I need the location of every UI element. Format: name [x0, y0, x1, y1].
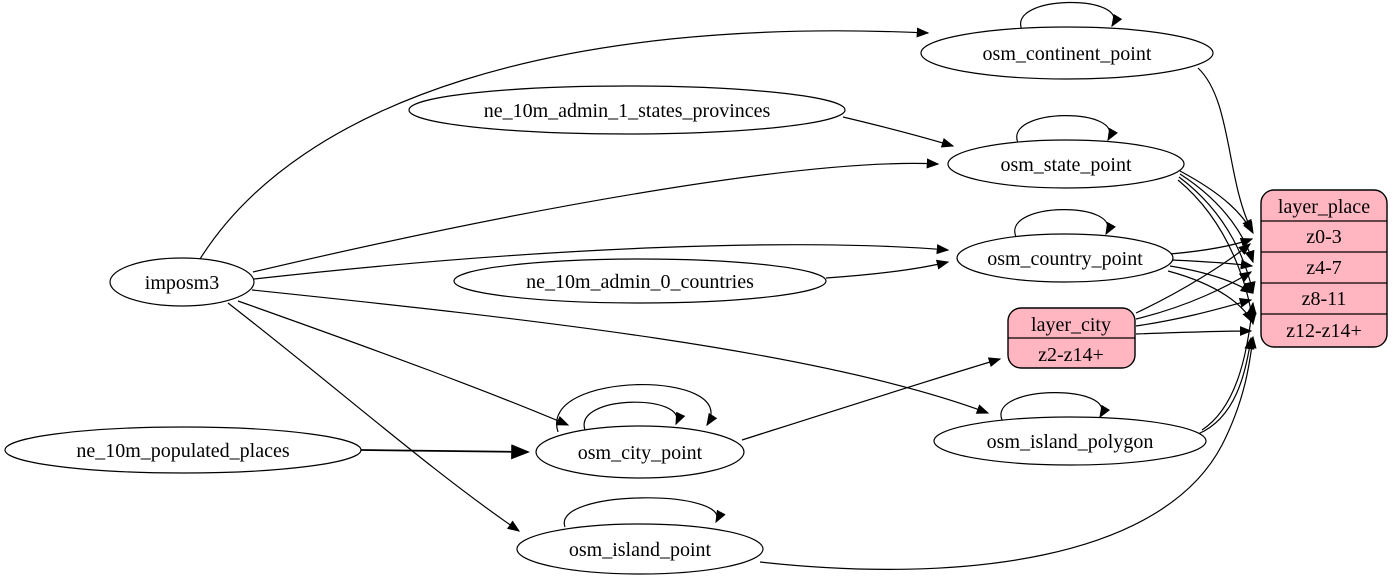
record-layer-place: layer_place z0-3 z4-7 z8-11 z12-z14+ [1260, 189, 1388, 348]
self-loop-osm-continent-point [1020, 1, 1123, 31]
record-layer-place-title: layer_place [1278, 196, 1370, 218]
node-osm-city-point-shape [535, 425, 745, 479]
node-osm-island-polygon-shape [933, 416, 1207, 466]
node-ne-10m-admin-0-label: ne_10m_admin_0_countries [526, 271, 754, 293]
node-ne-10m-populated-places-label: ne_10m_populated_places [76, 440, 289, 462]
self-loop-group [556, 1, 1123, 528]
node-osm-island-point: osm_island_point [516, 523, 764, 575]
node-osm-state-point: osm_state_point [947, 139, 1185, 189]
edge-ne-10m-populated-places-to-osm-city-point [360, 444, 530, 460]
node-osm-city-point: osm_city_point [535, 425, 745, 479]
edge-imposm3-to-osm-island-polygon [251, 289, 990, 414]
node-osm-continent-point-label: osm_continent_point [983, 43, 1152, 65]
self-loop-osm-state-point [1016, 115, 1118, 144]
edge-osm-island-polygon-to-layer-place-z8-11 [1201, 301, 1257, 431]
record-layer-city-title: layer_city [1031, 314, 1111, 336]
self-loop-osm-city-point-inner [583, 401, 686, 431]
edge-layer-city-to-layer-place-z4-7 [1135, 271, 1253, 320]
self-loop-osm-island-point [563, 497, 726, 528]
record-layer-place-row-z8-11: z8-11 [1302, 288, 1347, 310]
layer-edge-group [741, 67, 1257, 570]
node-osm-island-point-shape [516, 523, 764, 575]
edge-osm-state-point-to-layer-place-z0-3 [1179, 170, 1254, 235]
record-layer-city-row-z2-z14: z2-z14+ [1038, 344, 1104, 366]
node-osm-continent-point-shape [920, 26, 1214, 80]
self-loop-osm-country-point [1014, 209, 1116, 238]
edge-layer-city-to-layer-place-z12 [1135, 325, 1253, 337]
node-osm-island-polygon: osm_island_polygon [933, 416, 1207, 466]
node-ne-10m-populated-places: ne_10m_populated_places [4, 426, 362, 474]
node-osm-country-point-shape [956, 233, 1174, 283]
self-loop-osm-island-polygon [1000, 392, 1111, 421]
edge-osm-country-point-to-layer-place-z0-3 [1169, 238, 1254, 255]
edge-imposm3-to-osm-city-point [237, 300, 570, 426]
record-layer-city: layer_city z2-z14+ [1007, 307, 1136, 369]
edge-osm-continent-point-to-layer-place-z0-3 [1197, 67, 1253, 233]
record-layer-place-row-z12-z14: z12-z14+ [1286, 320, 1362, 342]
node-ne-10m-admin-1-states-provinces: ne_10m_admin_1_states_provinces [408, 85, 846, 135]
node-osm-island-point-label: osm_island_point [569, 539, 712, 561]
node-imposm3: imposm3 [109, 257, 255, 307]
edge-osm-island-point-to-layer-place-z12 [759, 335, 1257, 570]
edge-layer-city-to-layer-place-z8-11 [1135, 297, 1253, 327]
record-layer-place-box [1260, 189, 1388, 348]
node-ne-10m-admin-0-shape [453, 258, 827, 304]
node-ne-10m-admin-1-label: ne_10m_admin_1_states_provinces [484, 100, 771, 122]
self-loop-osm-city-point-outer [556, 384, 718, 433]
record-layer-place-row-z4-7: z4-7 [1306, 257, 1342, 279]
edge-imposm3-to-osm-continent-point [199, 27, 930, 260]
node-osm-island-polygon-label: osm_island_polygon [987, 431, 1154, 453]
node-osm-city-point-label: osm_city_point [578, 442, 703, 464]
node-imposm3-shape [109, 257, 255, 307]
edge-group [199, 27, 990, 532]
edge-imposm3-to-osm-state-point [252, 158, 940, 273]
node-osm-continent-point: osm_continent_point [920, 26, 1214, 80]
edge-osm-island-polygon-to-layer-place-z12 [1197, 336, 1255, 435]
edge-ne-10m-admin-1-to-osm-state-point [842, 116, 955, 148]
node-osm-country-point-label: osm_country_point [987, 248, 1143, 270]
edge-osm-state-point-to-layer-place-z8-11 [1178, 176, 1256, 295]
node-osm-state-point-shape [947, 139, 1185, 189]
node-ne-10m-admin-0-countries: ne_10m_admin_0_countries [453, 258, 827, 304]
edge-ne-10m-admin-0-to-osm-country-point [825, 259, 950, 279]
node-osm-state-point-label: osm_state_point [1000, 154, 1132, 176]
edge-osm-city-point-to-layer-city-z2 [741, 357, 1002, 441]
edge-osm-country-point-to-layer-place-z4-7 [1171, 259, 1254, 270]
edge-osm-country-point-to-layer-place-z12 [1167, 270, 1253, 324]
node-osm-country-point: osm_country_point [956, 233, 1174, 283]
record-layer-place-row-z0-3: z0-3 [1306, 226, 1342, 248]
node-imposm3-label: imposm3 [145, 272, 219, 294]
edge-imposm3-to-osm-island-point [227, 302, 521, 532]
edge-imposm3-to-osm-country-point [253, 244, 950, 280]
edge-layer-city-to-layer-place-z0-3 [1135, 243, 1252, 314]
node-ne-10m-admin-1-shape [408, 85, 846, 135]
edge-osm-country-point-to-layer-place-z8-11 [1169, 265, 1254, 294]
node-ne-10m-populated-places-shape [4, 426, 362, 474]
